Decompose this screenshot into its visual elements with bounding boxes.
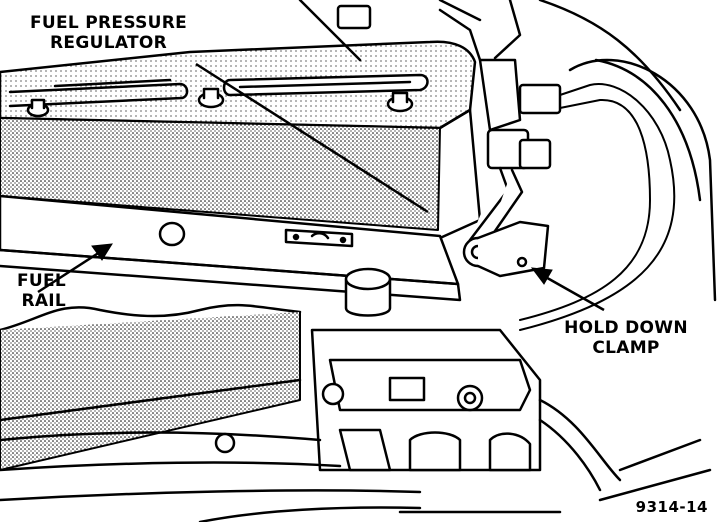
label-line: RAIL bbox=[21, 291, 67, 311]
callout-leaders bbox=[37, 62, 605, 312]
engine-top-edge bbox=[298, 0, 482, 62]
fuel-rail-label: FUEL RAIL bbox=[17, 271, 66, 311]
label-line: CLAMP bbox=[592, 338, 660, 358]
fuel-rail bbox=[0, 194, 462, 302]
manifold-cover bbox=[0, 40, 482, 240]
rail-arrowhead bbox=[91, 243, 113, 261]
throttle-body bbox=[310, 328, 542, 472]
wiring-harness bbox=[398, 398, 712, 514]
label-line: REGULATOR bbox=[50, 33, 168, 53]
label-line: FUEL bbox=[17, 271, 67, 291]
fuel-pressure-regulator bbox=[462, 58, 562, 278]
cover-bolt bbox=[386, 91, 414, 113]
lower-manifold bbox=[0, 303, 422, 522]
hold-down-clamp-label: HOLD DOWN CLAMP bbox=[548, 318, 704, 358]
label-line: FUEL PRESSURE bbox=[30, 13, 188, 33]
figure-number: 9314-14 bbox=[635, 498, 708, 516]
cover-bolt bbox=[197, 87, 225, 109]
fpr-leader-line bbox=[195, 62, 429, 214]
clamp-leader-line bbox=[541, 273, 605, 312]
rail-leader-line bbox=[37, 250, 101, 294]
fuel-pressure-regulator-label: FUEL PRESSURE REGULATOR bbox=[30, 13, 187, 53]
cover-bolt bbox=[26, 98, 50, 118]
clamp-arrowhead bbox=[530, 267, 553, 285]
fuel-lines bbox=[438, 0, 717, 331]
label-line: HOLD DOWN bbox=[564, 318, 688, 338]
injector-cap bbox=[344, 267, 392, 317]
